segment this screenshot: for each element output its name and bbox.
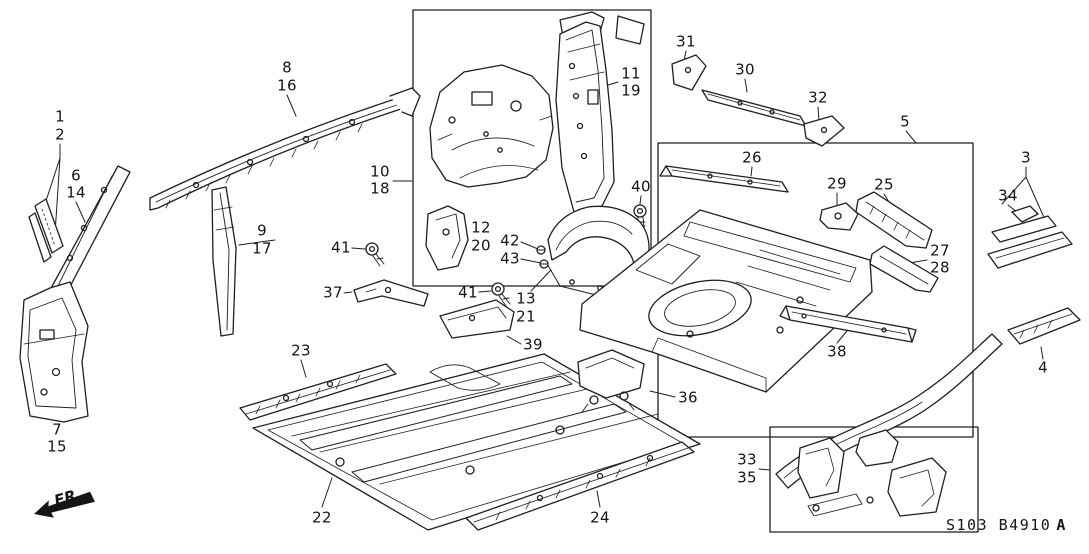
part-quarter-inner-panel-10-18: [429, 64, 554, 188]
bolt-41-right-icon: [491, 282, 511, 307]
inner-panel-group-box: [412, 9, 652, 287]
part-rear-side-frame-33-35: [775, 333, 1003, 517]
part-rear-floor-panel-5: [579, 209, 873, 393]
part-rail-30: [701, 89, 807, 127]
part-side-sill-24: [465, 441, 695, 531]
fr-arrow-icon: [34, 491, 95, 518]
fr-direction-arrow: FR.: [34, 485, 95, 518]
part-front-floor-panel-22: [252, 353, 701, 531]
bolt-41-left-icon: [365, 242, 385, 267]
part-floor-crossmember-38: [779, 305, 917, 343]
part-rear-frame-25: [855, 191, 933, 249]
part-rear-rail-26: [659, 165, 789, 193]
part-rail-27-28: [869, 245, 939, 293]
part-side-bracket-12-20: [425, 205, 469, 271]
part-roof-side-rail-8-16: [149, 87, 421, 211]
part-bracket-29: [819, 202, 859, 231]
diagram-code-suffix: A: [1056, 516, 1067, 534]
clip-43-icon: [539, 259, 549, 269]
fr-label: FR.: [52, 485, 84, 510]
part-stiffeners-3-34: [987, 205, 1073, 269]
part-floor-bracket-37: [353, 279, 429, 307]
part-side-sill-23: [239, 363, 397, 421]
part-wheelhouse-13-21: [545, 205, 651, 297]
bolt-40-icon: [633, 204, 647, 229]
part-bracket-31: [671, 54, 707, 91]
part-front-pillar-inner-6-14: [49, 165, 131, 299]
part-floor-bracket-39: [439, 299, 515, 339]
part-pillar-stiffener-1-2: [28, 198, 64, 263]
clip-42-icon: [536, 245, 546, 255]
part-pillar-lower-panel-7-15: [19, 281, 89, 423]
diagram-code-text: S103 B4910: [946, 516, 1052, 534]
part-center-pillar-9-17: [211, 186, 237, 337]
part-stiffener-4: [1007, 307, 1081, 345]
part-crossmember-bracket-36: [577, 349, 645, 413]
part-rear-pillar-inner-11-19: [555, 11, 645, 213]
part-bracket-32: [803, 115, 845, 147]
